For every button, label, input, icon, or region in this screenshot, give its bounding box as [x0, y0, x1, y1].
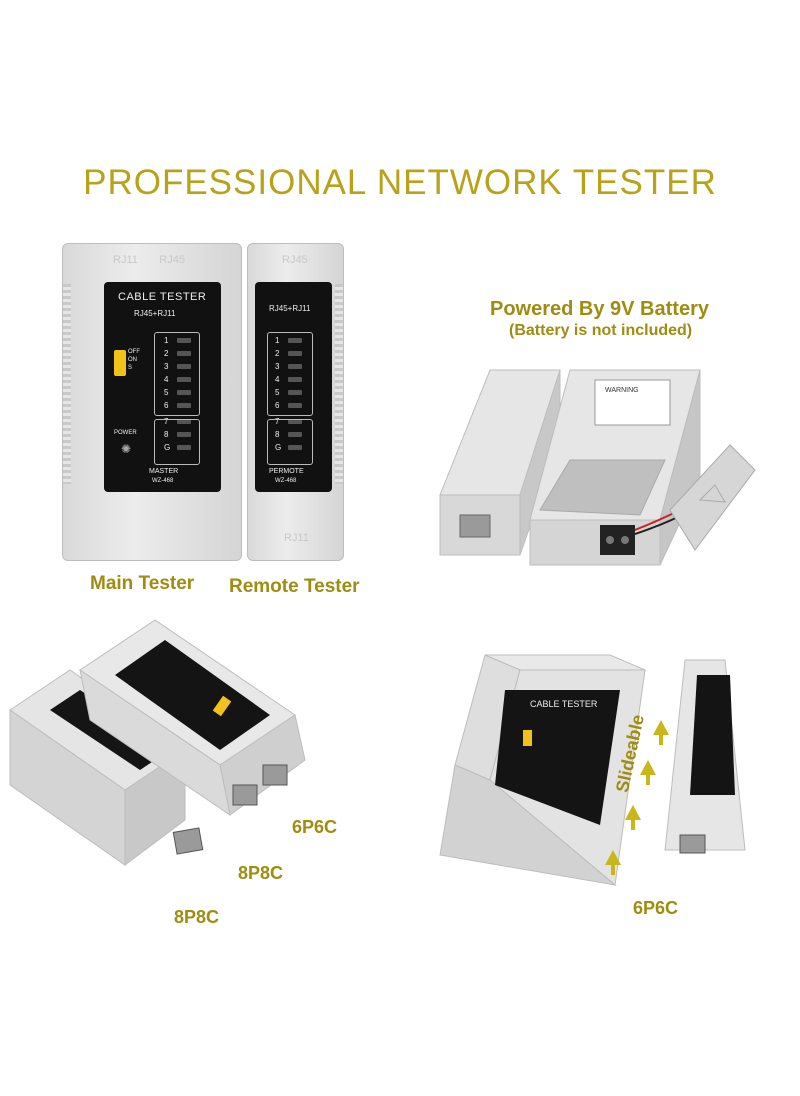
- led-label: 2: [275, 349, 280, 358]
- switch-off-label: OFF: [128, 349, 140, 355]
- battery-title: Powered By 9V Battery: [490, 298, 709, 320]
- remote-front-panel: RJ45+RJ11 1 2 3 4 5 6 7 8 G PERMOTE WZ-4…: [255, 282, 332, 492]
- power-switch[interactable]: [114, 350, 126, 376]
- power-label: POWER: [114, 430, 137, 436]
- led-indicator: [177, 403, 191, 408]
- led-indicator: [177, 351, 191, 356]
- rj45-port-icon: [459, 514, 491, 538]
- led-frame-1-6: [154, 332, 200, 416]
- main-front-panel: CABLE TESTER RJ45+RJ11 OFF ON S 1 2 3 4 …: [104, 282, 221, 492]
- led-indicator: [177, 419, 191, 424]
- port-label-6p6c-left: 6P6C: [292, 817, 338, 837]
- led-label: 1: [275, 336, 280, 345]
- led-label: 6: [164, 401, 169, 410]
- remote-footer: PERMOTE: [269, 468, 304, 475]
- led-label: 3: [275, 362, 280, 371]
- led-indicator: [288, 377, 302, 382]
- panel-footer: MASTER: [149, 468, 179, 475]
- led-indicator: [288, 403, 302, 408]
- page-title: PROFESSIONAL NETWORK TESTER: [83, 163, 717, 202]
- main-tester: RJ11 RJ45 CABLE TESTER RJ45+RJ11 OFF ON …: [62, 243, 242, 561]
- led-frame-1-6: [267, 332, 313, 416]
- caption-remote-tester: Remote Tester: [229, 576, 360, 597]
- slideable-illustration: CABLE TESTER: [439, 654, 746, 886]
- led-label: 6: [275, 401, 280, 410]
- panel-title: CABLE TESTER: [118, 291, 207, 303]
- led-indicator: [177, 432, 191, 437]
- led-label: 3: [164, 362, 169, 371]
- remote-top-label: RJ45: [282, 254, 308, 266]
- slide-switch-icon: [523, 730, 532, 746]
- battery-compartment-illustration: WARNING: [439, 369, 756, 566]
- led-indicator: [177, 377, 191, 382]
- remote-model: WZ-468: [275, 478, 297, 484]
- panel-subtitle: RJ45+RJ11: [134, 309, 176, 318]
- led-indicator: [177, 445, 191, 450]
- battery-note: (Battery is not included): [509, 322, 693, 339]
- led-label: 1: [164, 336, 169, 345]
- led-frame-7-g: [154, 419, 200, 465]
- led-column: 1 2 3 4 5 6 7 8 G: [164, 334, 204, 454]
- slide-panel-title: CABLE TESTER: [530, 699, 598, 709]
- remote-subtitle: RJ45+RJ11: [269, 304, 311, 313]
- port-label-rj45: RJ45: [159, 254, 185, 266]
- led-label: 8: [164, 430, 169, 439]
- angled-port-view-illustration: [9, 619, 306, 866]
- led-label: 7: [275, 417, 280, 426]
- led-frame-7-g: [267, 419, 313, 465]
- remote-bottom-label: RJ11: [284, 532, 309, 544]
- led-indicator: [177, 364, 191, 369]
- led-label: 7: [164, 417, 169, 426]
- switch-s-label: S: [128, 365, 133, 371]
- led-indicator: [288, 419, 302, 424]
- port-label-8p8c-mid: 8P8C: [238, 863, 284, 883]
- led-label: G: [164, 443, 171, 452]
- led-indicator: [288, 338, 302, 343]
- panel-model: WZ-468: [152, 478, 174, 484]
- led-label: 8: [275, 430, 280, 439]
- led-label: G: [275, 443, 282, 452]
- led-label: 5: [275, 388, 280, 397]
- port-label-rj11: RJ11: [113, 254, 138, 266]
- port-label-6p6c-right: 6P6C: [633, 898, 679, 918]
- switch-on-label: ON: [128, 357, 137, 363]
- led-indicator: [288, 351, 302, 356]
- side-grip-left: [63, 284, 71, 484]
- led-indicator: [177, 338, 191, 343]
- caption-main-tester: Main Tester: [90, 573, 195, 594]
- power-led-icon: ✺: [121, 442, 132, 456]
- led-label: 2: [164, 349, 169, 358]
- led-indicator: [288, 432, 302, 437]
- led-indicator: [288, 445, 302, 450]
- led-label: 4: [164, 375, 169, 384]
- side-grip-right: [335, 284, 343, 484]
- remote-tester: RJ45 RJ45+RJ11 1 2 3 4 5 6 7 8 G PERMOTE…: [247, 243, 344, 561]
- led-indicator: [288, 390, 302, 395]
- remote-led-column: 1 2 3 4 5 6 7 8 G: [275, 334, 315, 454]
- led-indicator: [177, 390, 191, 395]
- port-label-8p8c-left: 8P8C: [174, 907, 220, 927]
- led-label: 5: [164, 388, 169, 397]
- led-label: 4: [275, 375, 280, 384]
- led-indicator: [288, 364, 302, 369]
- warning-label: WARNING: [605, 387, 639, 394]
